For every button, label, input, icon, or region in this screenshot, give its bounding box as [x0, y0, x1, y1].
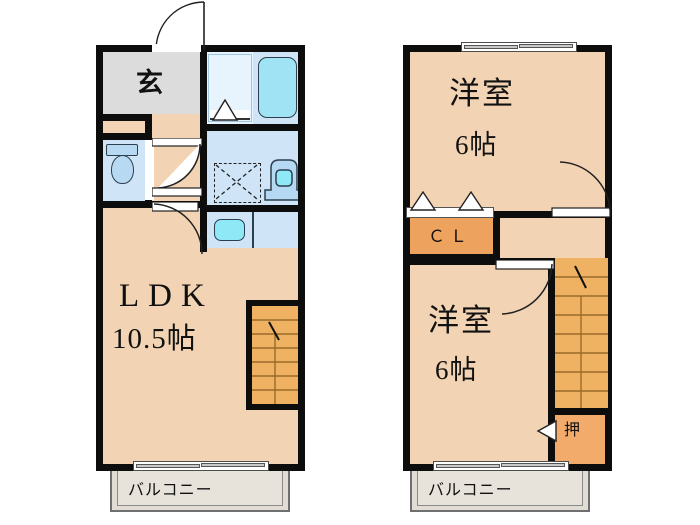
ldk-size: 10.5帖 — [112, 323, 197, 355]
bedroom-south-slider-panel-2 — [501, 463, 565, 467]
ldk-label: LDK — [119, 278, 214, 314]
wall-2f-south-top — [403, 258, 555, 265]
closet-oshiire — [554, 414, 608, 464]
wall-2f-cl-right — [493, 214, 500, 261]
wall-1f-left — [96, 45, 103, 471]
landing-floor-2f — [500, 214, 555, 464]
washing-machine-cross — [215, 164, 258, 200]
entrance-door-icon[interactable] — [148, 0, 206, 52]
ldk-balcony-slider-panel-2 — [201, 463, 265, 467]
wall-1f-hall-left — [145, 114, 152, 140]
ldk-balcony-slider-panel — [136, 464, 200, 468]
stairs-1f-treads — [252, 319, 298, 404]
kitchen-counter-divider — [252, 212, 254, 248]
bedroom-north-floor — [406, 52, 608, 214]
wall-1f-toilet-top — [96, 133, 152, 140]
genkan-label: 玄 — [136, 68, 163, 98]
stairs-2f-treads — [555, 265, 608, 408]
cl-door-fold-left — [409, 191, 437, 211]
cl-door-track[interactable] — [406, 207, 494, 218]
wall-1f-genkan-bottom — [96, 114, 152, 121]
genkan-tile — [103, 52, 200, 114]
vanity-sink-fixture — [264, 159, 302, 201]
bedroom-north-window-panel-1 — [464, 45, 518, 49]
bathtub-fixture — [258, 57, 297, 118]
bedroom-south-label: 洋室 — [428, 303, 494, 338]
closet-cl-label: ＣＬ — [428, 227, 472, 246]
bedroom-south-slider-panel-1 — [436, 464, 500, 468]
wall-2f-right — [605, 45, 612, 471]
bedroom-north-size: 6帖 — [455, 130, 498, 160]
cl-door-fold-right — [457, 191, 485, 211]
bedroom-north-window-panel-2 — [519, 44, 573, 48]
balcony-label-2f: バルコニー — [428, 482, 513, 499]
wall-1f-wetcore-left — [200, 45, 207, 252]
kitchen-sink-bowl — [214, 219, 245, 241]
washing-machine-space — [214, 163, 261, 203]
balcony-label-1f: バルコニー — [128, 482, 213, 499]
closet-cl — [406, 218, 494, 254]
bedroom-south-door-icon[interactable] — [494, 260, 556, 318]
bedroom-north-label: 洋室 — [449, 76, 515, 111]
bedroom-north-door-icon[interactable] — [550, 160, 612, 218]
ldk-door-icon[interactable] — [152, 202, 208, 258]
toilet-door-opening — [145, 140, 154, 200]
oshiire-door-icon[interactable] — [536, 418, 558, 444]
wall-1f-washroom-kitchen — [200, 205, 305, 212]
wall-2f-oshiire-top — [548, 408, 612, 415]
closet-oshiire-label: 押 — [564, 422, 584, 439]
toilet-bowl — [111, 155, 134, 184]
wall-1f-right — [298, 45, 305, 471]
bedroom-south-size: 6帖 — [435, 355, 478, 385]
balcony-inner-1f — [117, 468, 283, 506]
entrance-door-opening — [152, 42, 201, 52]
toilet-door-icon[interactable] — [152, 138, 202, 202]
wall-2f-cl-bottom — [403, 254, 498, 261]
balcony-inner-2f — [417, 468, 583, 506]
second-floor-plan: バルコニー 洋室 6帖 洋室 6帖 ＣＬ 押 — [350, 0, 700, 525]
wall-1f-bath-washroom — [200, 124, 305, 131]
wall-1f-toilet-bottom — [96, 201, 152, 208]
first-floor-plan: バルコニー 玄 — [96, 0, 305, 512]
bath-door-triangle-outline — [211, 99, 239, 121]
wall-2f-stair-left — [548, 258, 555, 414]
